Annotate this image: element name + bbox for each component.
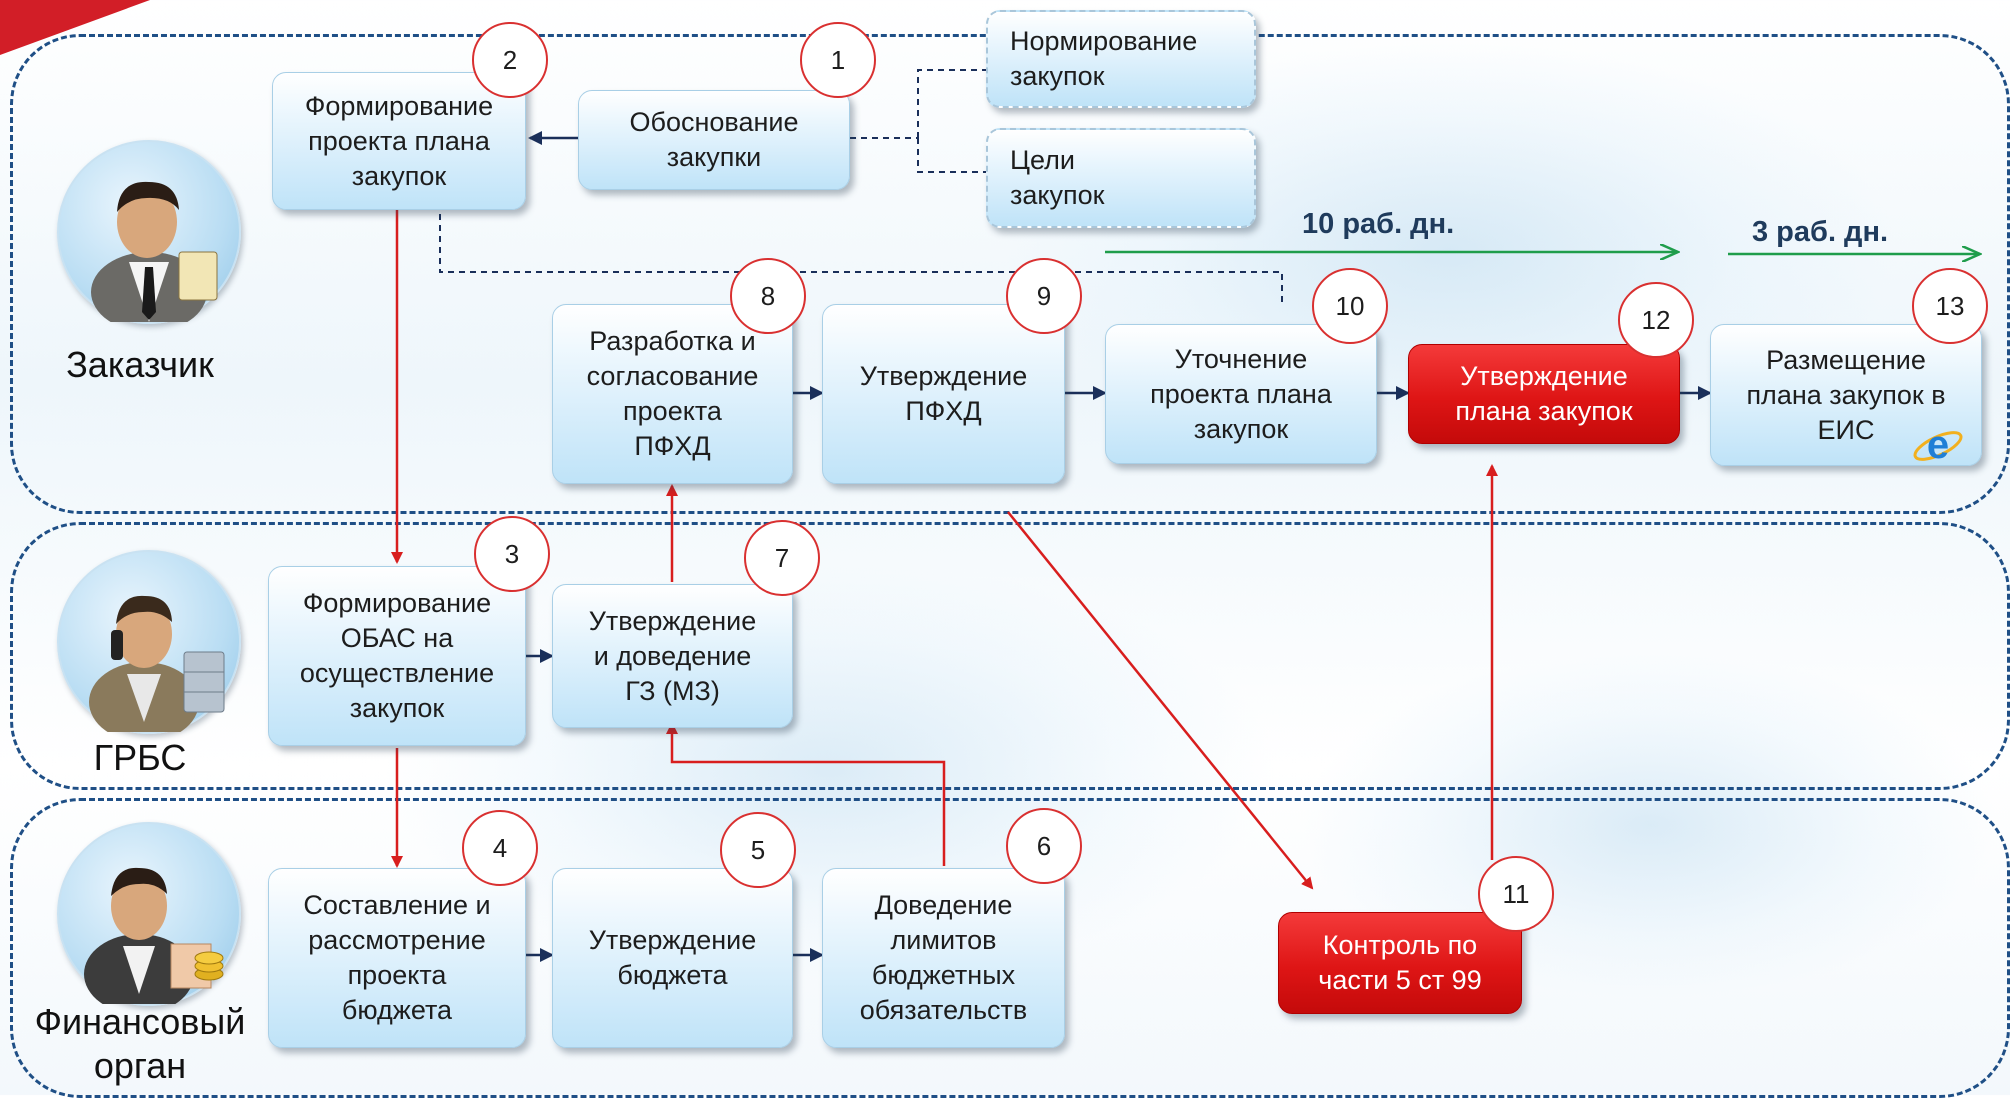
lane-grbs xyxy=(10,522,2010,790)
box-13-publish-eis: Размещение плана закупок в ЕИС xyxy=(1710,324,1982,466)
box-12-approve-plan: Утверждение плана закупок xyxy=(1408,344,1680,444)
person-with-coins-icon xyxy=(84,867,224,1014)
browser-e-icon: e xyxy=(1913,423,1963,467)
box-5-approve-budget: Утверждение бюджета xyxy=(552,868,793,1048)
step-number-12: 12 xyxy=(1618,282,1694,358)
box-goals-procurement: Цели закупок xyxy=(986,128,1256,228)
person-on-phone-icon xyxy=(89,595,225,742)
box-norm-procurement: Нормирование закупок xyxy=(986,10,1256,108)
box-3-form-obas: Формирование ОБАС на осуществление закуп… xyxy=(268,566,526,746)
lane-label-finance: Финансовый орган xyxy=(34,1001,246,1086)
arrow-6-7 xyxy=(666,722,946,866)
box-10-refine-plan: Уточнение проекта плана закупок xyxy=(1105,324,1377,464)
step-number-7: 7 xyxy=(744,520,820,596)
duration-3-days: 3 раб. дн. xyxy=(1752,216,1889,248)
step-number-5: 5 xyxy=(720,812,796,888)
grbs-avatar-icon xyxy=(57,550,241,742)
dashed-link-norm-goals xyxy=(850,69,986,173)
step-number-11: 11 xyxy=(1478,856,1554,932)
duration-10-days: 10 раб. дн. xyxy=(1302,208,1455,240)
arrow-to-11 xyxy=(1007,511,1314,890)
step-number-1: 1 xyxy=(800,22,876,98)
box-7-approve-gz: Утверждение и доведение ГЗ (МЗ) xyxy=(552,584,793,728)
step-number-10: 10 xyxy=(1312,268,1388,344)
step-number-3: 3 xyxy=(474,516,550,592)
step-number-6: 6 xyxy=(1006,808,1082,884)
step-number-13: 13 xyxy=(1912,268,1988,344)
step-number-2: 2 xyxy=(472,22,548,98)
box-6-bring-limits: Доведение лимитов бюджетных обязательств xyxy=(822,868,1065,1048)
box-4-draft-budget: Составление и рассмотрение проекта бюдже… xyxy=(268,868,526,1048)
step-number-4: 4 xyxy=(462,810,538,886)
box-9-approve-pfhd: Утверждение ПФХД xyxy=(822,304,1065,484)
svg-text:e: e xyxy=(1927,423,1949,467)
dashed-link-2-10 xyxy=(439,214,1283,302)
box-2-form-plan-draft: Формирование проекта плана закупок xyxy=(272,72,526,210)
lane-label-customer: Заказчик xyxy=(66,344,214,385)
person-with-clipboard-icon xyxy=(91,181,218,332)
lane-label-grbs: ГРБС xyxy=(93,737,187,778)
customer-avatar-icon xyxy=(57,140,241,332)
box-8-develop-pfhd: Разработка и согласование проекта ПФХД xyxy=(552,304,793,484)
box-1-justification: Обоснование закупки xyxy=(578,90,850,190)
box-11-control: Контроль по части 5 ст 99 xyxy=(1278,912,1522,1014)
finance-avatar-icon xyxy=(57,822,241,1014)
step-number-8: 8 xyxy=(730,258,806,334)
step-number-9: 9 xyxy=(1006,258,1082,334)
